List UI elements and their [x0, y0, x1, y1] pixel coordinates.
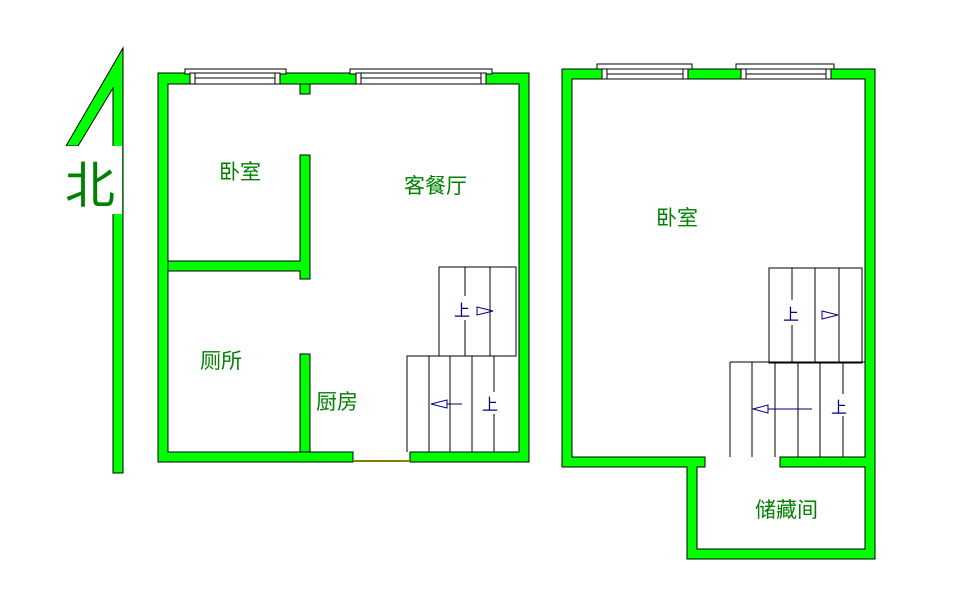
- stairs-up-label: 上: [783, 305, 799, 324]
- room-label-bedroom: 卧室: [656, 206, 698, 230]
- staircase: 上 上: [406, 266, 517, 452]
- stairs-up-label: 上: [454, 301, 470, 320]
- arrow-left-icon: [430, 399, 448, 409]
- window: [735, 63, 835, 80]
- arrow-left-icon: [751, 404, 769, 414]
- north-arrow-icon: [65, 46, 124, 474]
- stairs-up-label: 上: [831, 398, 847, 417]
- toilet-wall: [299, 353, 311, 453]
- north-label-bg: [60, 146, 122, 214]
- arrow-right-icon: [821, 310, 839, 320]
- floor1-plan: 上 上 卧室 客餐厅 厕所 厨房: [157, 68, 530, 463]
- window: [184, 68, 287, 85]
- north-arrow: 北: [60, 46, 124, 474]
- room-label-living-dining: 客餐厅: [404, 174, 467, 198]
- floor2-plan: 上 上 卧室 储藏间: [561, 63, 876, 560]
- arrow-right-icon: [476, 306, 494, 316]
- room-label-kitchen: 厨房: [316, 390, 358, 414]
- wall-stub: [299, 83, 311, 95]
- floor2-outer-wall: [561, 68, 876, 560]
- staircase: 上 上: [729, 267, 865, 457]
- window: [596, 63, 693, 80]
- bedroom-wall: [167, 154, 311, 280]
- room-label-toilet: 厕所: [200, 349, 242, 373]
- stairs-up-label: 上: [482, 395, 498, 414]
- room-label-bedroom: 卧室: [219, 160, 261, 184]
- window: [349, 68, 493, 85]
- room-label-storage: 储藏间: [755, 498, 818, 522]
- north-label: 北: [65, 157, 115, 215]
